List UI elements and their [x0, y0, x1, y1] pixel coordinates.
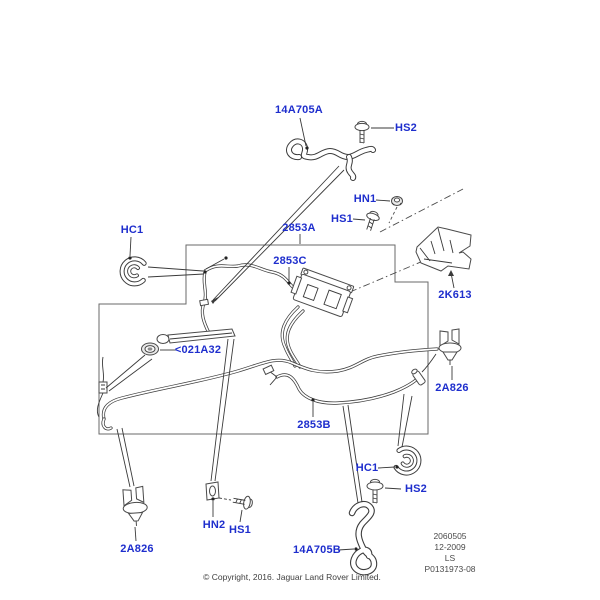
module-2853c-drawing: [290, 267, 355, 317]
part-label-hs2-bottom[interactable]: HS2: [405, 483, 427, 495]
left-sensor-cable: [96, 356, 108, 418]
grommet-021a32-icon: [141, 342, 159, 356]
info-part-number: 2060505: [433, 531, 467, 541]
part-label-021a32[interactable]: <021A32: [174, 344, 222, 356]
bracket-2k613-drawing: [415, 226, 472, 272]
clip-hc1-top-icon: [119, 256, 147, 287]
part-label-hc1-bottom[interactable]: HC1: [355, 462, 379, 474]
cable-2853b-drawing: [262, 353, 437, 405]
assembly-boundary-box: [98, 244, 429, 435]
part-label-hn1[interactable]: HN1: [353, 193, 377, 205]
copyright-text: © Copyright, 2016. Jaguar Land Rover Lim…: [203, 572, 381, 582]
part-label-hs2-top[interactable]: HS2: [395, 122, 417, 134]
nut-hn1-icon: [391, 196, 403, 206]
part-label-2853c[interactable]: 2853C: [273, 255, 307, 267]
part-label-2a826-right[interactable]: 2A826: [435, 382, 469, 394]
part-label-14a705a-top[interactable]: 14A705A: [275, 104, 323, 116]
part-label-hc1-top[interactable]: HC1: [120, 224, 144, 236]
bolt-hs1-top-icon: [366, 210, 380, 231]
hose-14a705a-drawing: [286, 138, 376, 181]
long-lower-cable: [101, 347, 439, 431]
clip-hc1-bottom-icon: [393, 445, 422, 476]
part-label-hs1-top[interactable]: HS1: [331, 213, 353, 225]
leader-lines: [128, 117, 455, 551]
part-label-2a826-bottom[interactable]: 2A826: [120, 543, 154, 555]
info-model-code: LS: [444, 553, 456, 563]
info-date: 12-2009: [434, 542, 466, 552]
bolt-hs1-bottom-icon: [232, 495, 253, 510]
part-label-hn2[interactable]: HN2: [202, 519, 226, 531]
part-label-14a705b[interactable]: 14A705B: [293, 544, 341, 556]
part-label-2k613[interactable]: 2K613: [438, 289, 472, 301]
part-label-hs1-bottom[interactable]: HS1: [229, 524, 251, 536]
harness-2853a-drawing: [156, 256, 303, 344]
clip-2a826-right-icon: [438, 328, 462, 365]
bolt-hs2-bottom-icon: [366, 478, 384, 504]
hose-14a705b-drawing: [348, 500, 378, 576]
part-label-2853a[interactable]: 2853A: [282, 222, 316, 234]
bolt-hs2-top-icon: [354, 120, 370, 144]
drawing-info-block: 2060505 12-2009 LS P0131973-08: [424, 531, 475, 575]
part-label-2853b[interactable]: 2853B: [297, 419, 331, 431]
clip-hn2-icon: [205, 481, 232, 501]
pointer-sticks: [105, 165, 413, 504]
info-drawing-number: P0131973-08: [424, 564, 476, 574]
clip-2a826-bottom-icon: [122, 485, 148, 526]
module-outlet-hoses: [280, 305, 305, 369]
